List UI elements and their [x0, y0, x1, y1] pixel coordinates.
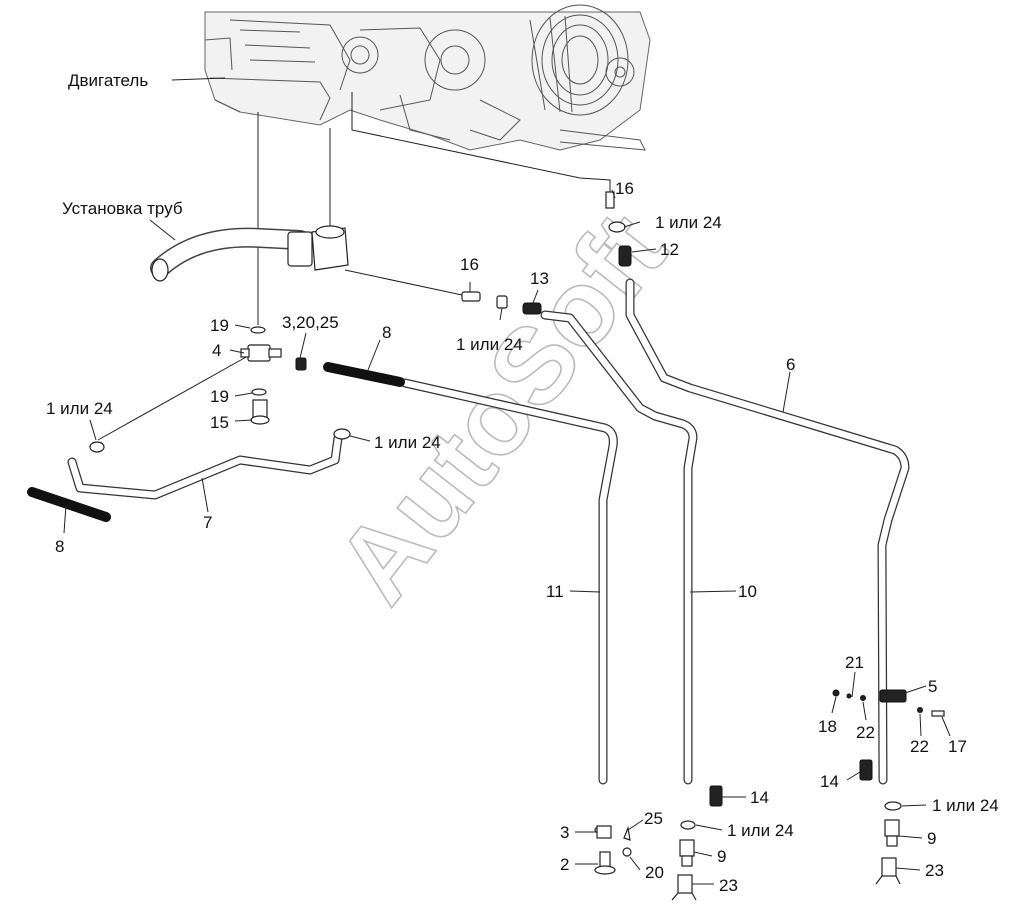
label-14-mid: 14	[750, 788, 769, 807]
label-1-or-24-right: 1 или 24	[932, 796, 999, 815]
label-1-or-24-left: 1 или 24	[46, 399, 113, 418]
label-3-20-25: 3,20,25	[282, 313, 339, 332]
label-engine: Двигатель	[68, 71, 148, 90]
label-12: 12	[660, 240, 679, 259]
hose-8-upper	[323, 362, 405, 387]
label-14-right: 14	[820, 772, 839, 791]
upper-fittings	[461, 191, 632, 315]
label-16-top: 16	[615, 179, 634, 198]
callout-labels: Двигатель Установка труб 16 1 или 24 12 …	[46, 71, 999, 895]
label-19-bottom: 19	[210, 387, 229, 406]
label-22-right: 22	[910, 737, 929, 756]
label-23-mid: 23	[719, 876, 738, 895]
bottom-fittings	[594, 801, 902, 901]
label-pipes-install: Установка труб	[62, 199, 183, 218]
engine-drawing	[204, 4, 651, 151]
tee-fitting-group	[240, 326, 307, 425]
label-9-mid: 9	[717, 847, 726, 866]
label-6: 6	[786, 355, 795, 374]
label-13: 13	[530, 269, 549, 288]
label-1-or-24-bottom: 1 или 24	[727, 821, 794, 840]
label-1-or-24-pipe7: 1 или 24	[374, 433, 441, 452]
label-25: 25	[644, 809, 663, 828]
label-15: 15	[210, 413, 229, 432]
callout-leaders	[63, 77, 951, 885]
label-1-or-24-mid: 1 или 24	[456, 335, 523, 354]
label-19-top: 19	[210, 316, 229, 335]
pipes-install-group	[150, 225, 349, 282]
label-18: 18	[818, 717, 837, 736]
label-17: 17	[948, 737, 967, 756]
label-22-left: 22	[856, 723, 875, 742]
label-7: 7	[203, 513, 212, 532]
label-1-or-24-top: 1 или 24	[655, 213, 722, 232]
label-21: 21	[845, 653, 864, 672]
label-20: 20	[645, 863, 664, 882]
label-16-mid: 16	[460, 255, 479, 274]
hose-8-left	[27, 487, 111, 522]
label-10: 10	[738, 582, 757, 601]
bracket-group	[709, 689, 945, 807]
label-2: 2	[560, 855, 569, 874]
label-5: 5	[928, 677, 937, 696]
label-9-right: 9	[927, 829, 936, 848]
assembly-leaders	[97, 92, 611, 441]
label-11: 11	[546, 582, 564, 601]
label-3: 3	[560, 823, 569, 842]
label-23-right: 23	[925, 861, 944, 880]
label-8-left: 8	[55, 537, 64, 556]
label-8-upper: 8	[382, 323, 391, 342]
label-4: 4	[212, 341, 221, 360]
